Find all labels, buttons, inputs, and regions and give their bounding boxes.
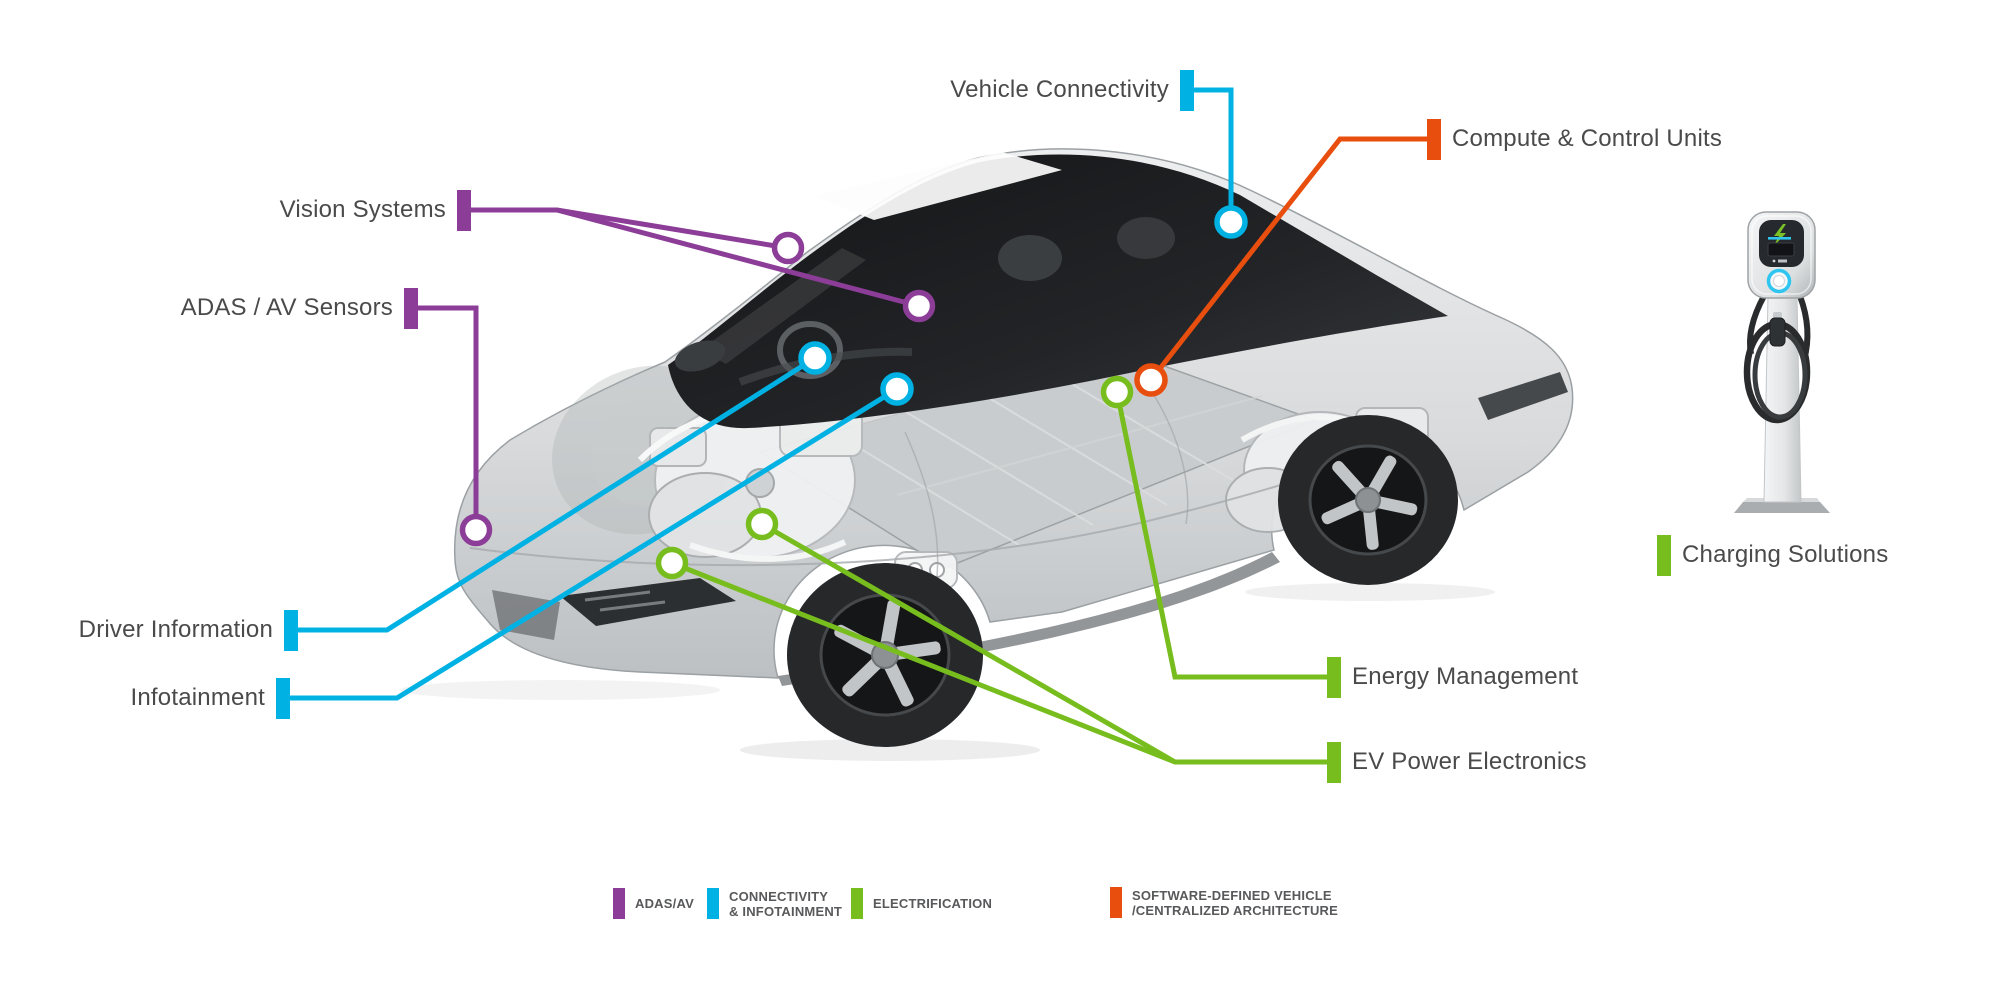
- callout-label: ADAS / AV Sensors: [180, 294, 393, 321]
- legend-item-electrification: ELECTRIFICATION: [851, 887, 992, 920]
- callout-label: Infotainment: [130, 684, 265, 711]
- callout-vision-systems: Vision Systems: [280, 189, 471, 231]
- anchor-ev-power-electronics-a: [655, 546, 689, 580]
- lightning-bolt-icon: [1773, 224, 1786, 247]
- legend-swatch: [851, 888, 863, 919]
- callout-vehicle-connectivity: Vehicle Connectivity: [950, 69, 1194, 111]
- anchor-driver-information: [798, 341, 832, 375]
- callout-infotainment: Infotainment: [131, 677, 290, 719]
- station-screen: [1767, 242, 1795, 257]
- callout-compute-control-units: Compute & Control Units: [1427, 118, 1722, 160]
- callout-charging-solutions: Charging Solutions: [1657, 534, 1888, 576]
- anchor-infotainment: [880, 372, 914, 406]
- legend-label-line: SOFTWARE-DEFINED VEHICLE: [1132, 887, 1332, 903]
- legend-label-line: /CENTRALIZED ARCHITECTURE: [1132, 902, 1339, 918]
- line-energy-management: [1114, 391, 1327, 680]
- legend-item-adas-av: ADAS/AV: [613, 887, 694, 920]
- legend-label-line: CONNECTIVITY: [729, 888, 829, 904]
- front-drive-unit: [637, 401, 863, 562]
- line-driver-information: [298, 355, 817, 633]
- anchor-energy-management: [1100, 375, 1134, 409]
- anchor-vision-systems-a: [771, 231, 805, 265]
- line-ev-power-electronics-b: [760, 521, 1177, 765]
- legend-swatch: [1110, 887, 1122, 918]
- line-infotainment: [290, 386, 899, 701]
- anchor-points: [459, 205, 1248, 580]
- callout-label: Charging Solutions: [1682, 541, 1889, 568]
- line-vision-systems-b: [556, 207, 920, 309]
- line-compute-control-units: [1149, 136, 1427, 382]
- callout-tab: [1657, 534, 1671, 576]
- callout-driver-information: Driver Information: [79, 609, 298, 651]
- legend-item-software-defined-vehicle: SOFTWARE-DEFINED VEHICLE /CENTRALIZED AR…: [1110, 886, 1338, 919]
- callout-tab: [457, 189, 471, 231]
- callout-tab: [1327, 741, 1341, 783]
- callout-tab: [276, 677, 290, 719]
- rear-wheel: [1278, 415, 1458, 585]
- legend-label: ADAS/AV: [635, 896, 694, 911]
- station-base: [1734, 502, 1830, 513]
- charging-station: [1734, 211, 1830, 513]
- callout-tab: [1427, 118, 1441, 160]
- front-wheel: [787, 563, 983, 747]
- callout-label: Driver Information: [78, 616, 273, 643]
- callout-tab: [1327, 656, 1341, 698]
- callout-label: Compute & Control Units: [1452, 125, 1723, 152]
- anchor-vision-systems-b: [902, 289, 936, 323]
- callout-label: EV Power Electronics: [1352, 748, 1587, 775]
- callout-label: Vehicle Connectivity: [950, 76, 1169, 103]
- headlight: [560, 578, 736, 626]
- callout-adas-av-sensors: ADAS / AV Sensors: [181, 287, 418, 329]
- callout-tab: [1180, 69, 1194, 111]
- legend-label: ELECTRIFICATION: [873, 896, 993, 911]
- legend-item-connectivity-infotainment: CONNECTIVITY & INFOTAINMENT: [707, 887, 842, 920]
- anchor-ev-power-electronics-b: [745, 507, 779, 541]
- anchor-adas-av-sensors: [459, 513, 493, 547]
- callout-energy-management: Energy Management: [1327, 656, 1578, 698]
- legend-label-line: & INFOTAINMENT: [729, 903, 843, 919]
- callout-tab: [404, 287, 418, 329]
- car-illustration: [400, 148, 1574, 761]
- anchor-vehicle-connectivity: [1214, 205, 1248, 239]
- callout-label: Vision Systems: [279, 196, 446, 223]
- legend-swatch: [707, 888, 719, 919]
- rear-lamp: [1478, 372, 1568, 420]
- callout-label: Energy Management: [1352, 663, 1579, 690]
- legend-swatch: [613, 888, 625, 919]
- line-vehicle-connectivity: [1194, 87, 1234, 222]
- callout-lines: [290, 87, 1427, 765]
- callout-ev-power-electronics: EV Power Electronics: [1327, 741, 1587, 783]
- callout-tab: [284, 609, 298, 651]
- anchor-compute-control-units: [1134, 363, 1168, 397]
- car-canopy: [668, 154, 1448, 429]
- line-adas-av-sensors: [418, 305, 479, 530]
